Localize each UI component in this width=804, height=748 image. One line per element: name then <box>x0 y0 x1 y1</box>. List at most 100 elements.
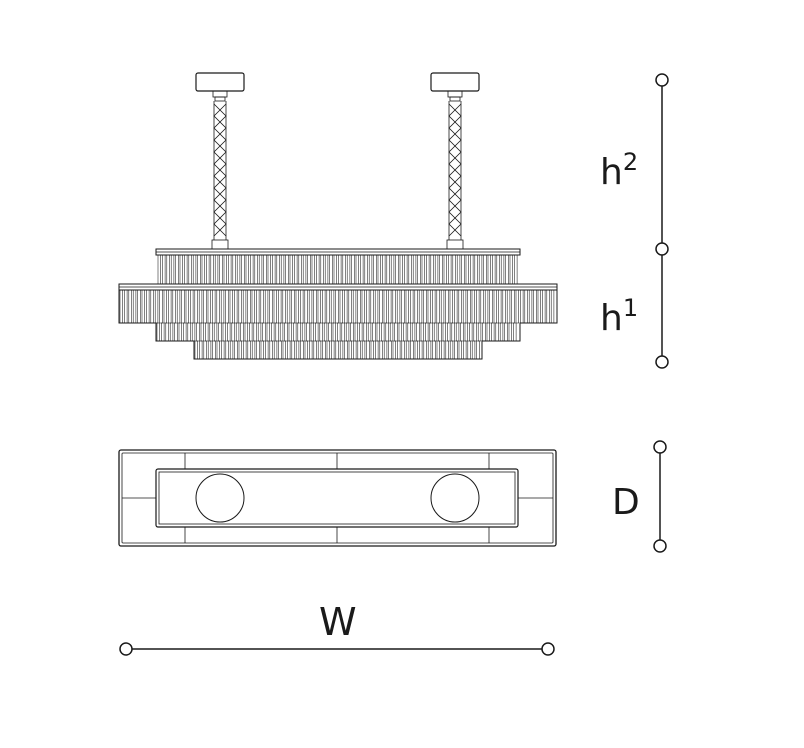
upper-crystal-prism <box>412 254 417 285</box>
lower-crystal-prism <box>388 289 392 324</box>
upper-crystal-prism <box>263 254 267 285</box>
lower-crystal-prism <box>337 322 341 342</box>
lower-crystal-prism <box>489 289 493 324</box>
lower-crystal-prism <box>199 340 203 360</box>
upper-crystal-prism <box>166 254 170 285</box>
lower-crystal-prism <box>339 289 343 324</box>
lower-crystal-prism <box>238 340 242 360</box>
lower-crystal-prism <box>278 340 282 360</box>
lower-crystal-prism <box>403 322 407 342</box>
lower-crystal-prism <box>499 322 504 342</box>
upper-crystal-prism <box>342 254 346 285</box>
upper-crystal-prism <box>188 254 192 285</box>
lower-crystal-prism <box>212 340 216 360</box>
upper-crystal-prism <box>426 254 430 285</box>
upper-crystal-prism <box>514 254 518 285</box>
upper-crystal-prism <box>232 254 236 285</box>
lower-crystal-prism <box>502 289 506 324</box>
lower-crystal-prism <box>300 289 304 324</box>
lower-crystal-prism <box>273 289 277 324</box>
upper-crystal-prism <box>276 254 280 285</box>
upper-crystal-prism <box>404 254 408 285</box>
lower-crystal-prism <box>442 322 446 342</box>
upper-crystal-prism <box>214 254 219 285</box>
upper-crystal-prism <box>162 254 166 285</box>
upper-crystal-prism <box>382 254 386 285</box>
lower-crystal-prism <box>271 322 275 342</box>
lower-crystal-prism <box>420 322 424 342</box>
lower-crystal-prism <box>323 322 328 342</box>
upper-crystal-prism <box>241 254 245 285</box>
lower-crystal-prism <box>247 289 251 324</box>
lower-crystal-prism <box>284 322 288 342</box>
lower-crystal-prism <box>172 289 176 324</box>
lower-crystal-prism <box>315 322 319 342</box>
lower-crystal-prism <box>451 322 455 342</box>
lower-crystal-prism <box>410 340 414 360</box>
upper-crystal-prism <box>267 254 271 285</box>
lower-crystal-prism <box>190 289 194 324</box>
lower-crystal-prism <box>471 340 476 360</box>
lower-crystal-prism <box>462 289 467 324</box>
lower-crystal-prism <box>454 340 458 360</box>
lower-crystal-prism <box>218 322 222 342</box>
lower-crystal-prism <box>275 322 279 342</box>
lower-crystal-prism <box>183 322 187 342</box>
lower-crystal-prism <box>482 322 486 342</box>
lower-crystal-prism <box>353 340 357 360</box>
lower-crystal-prism <box>119 289 123 324</box>
lower-crystal-prism <box>486 322 490 342</box>
depth-dimension: D <box>612 440 667 553</box>
lower-crystal-prism <box>389 322 394 342</box>
lower-crystal-prism <box>392 340 396 360</box>
lower-crystal-prism <box>357 340 361 360</box>
upper-crystal-prism <box>465 254 469 285</box>
lower-crystal-prism <box>498 289 502 324</box>
lower-crystal-prism <box>418 289 423 324</box>
lower-crystal-prism <box>405 340 410 360</box>
lower-crystal-prism <box>295 289 299 324</box>
upper-crystal-prism <box>377 254 381 285</box>
lower-crystal-prism <box>282 340 286 360</box>
lower-crystal-prism <box>385 322 389 342</box>
upper-crystal-prism <box>351 254 355 285</box>
lower-crystal-prism <box>476 289 480 324</box>
height-h2-dimension: h2 <box>600 73 669 249</box>
lower-crystal-prism <box>191 322 196 342</box>
lower-crystal-prism <box>306 322 310 342</box>
lower-crystal-prism <box>491 322 495 342</box>
lower-crystal-prism <box>528 289 533 324</box>
lower-crystal-prism <box>264 289 269 324</box>
plan-view <box>118 449 557 547</box>
upper-crystal-prism <box>439 254 443 285</box>
lower-crystal-prism <box>141 289 145 324</box>
lower-crystal-prism <box>423 340 427 360</box>
lower-crystal-prism <box>341 322 345 342</box>
upper-crystal-prism <box>285 254 289 285</box>
lower-crystal-prism <box>345 322 350 342</box>
lower-crystal-prism <box>379 289 383 324</box>
upper-crystal-prism <box>456 254 461 285</box>
lower-crystal-prism <box>436 340 440 360</box>
upper-crystal-prism <box>386 254 390 285</box>
lower-crystal-prism <box>304 340 308 360</box>
lower-crystal-prism <box>238 289 242 324</box>
lower-crystal-prism <box>374 289 379 324</box>
lower-crystal-prism <box>251 340 256 360</box>
upper-crystal-prism <box>197 254 201 285</box>
upper-crystal-prism <box>210 254 214 285</box>
lower-crystal-prism <box>137 289 141 324</box>
lower-crystal-prism <box>392 289 396 324</box>
lower-crystal-prism <box>401 340 405 360</box>
upper-crystal-prism <box>355 254 359 285</box>
lower-crystal-prism <box>244 322 248 342</box>
lower-crystal-prism <box>194 340 198 360</box>
lower-crystal-prism <box>388 340 392 360</box>
lower-crystal-prism <box>467 289 471 324</box>
lower-crystal-prism <box>253 322 257 342</box>
lower-crystal-prism <box>128 289 132 324</box>
lower-crystal-prism <box>344 340 348 360</box>
lower-crystal-prism <box>225 289 229 324</box>
lower-crystal-prism <box>419 340 423 360</box>
lower-crystal-prism <box>243 340 247 360</box>
